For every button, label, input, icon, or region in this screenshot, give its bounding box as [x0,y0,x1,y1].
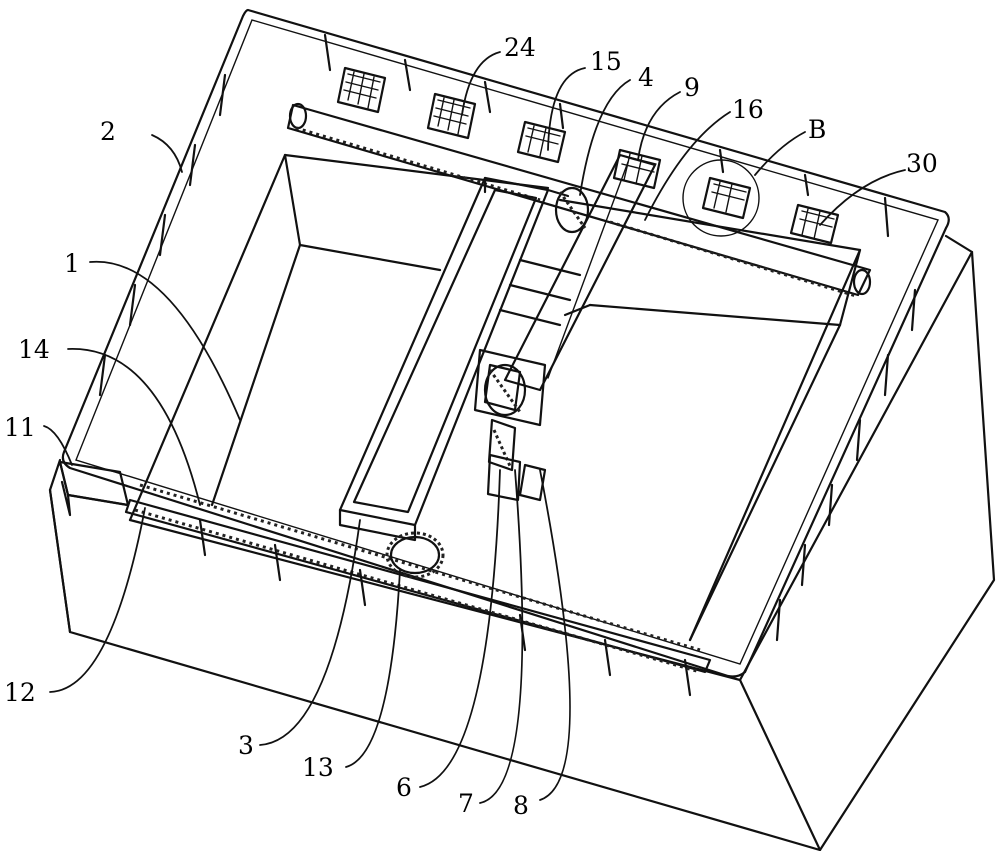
gantry-frame [338,153,657,542]
leader-16 [644,111,731,221]
leader-7 [479,469,524,804]
leader-15 [547,67,586,151]
label-15: 15 [590,47,622,76]
leader-8 [539,469,571,801]
label-24: 24 [504,33,536,62]
label-16: 16 [732,95,764,124]
leader-2 [151,134,183,173]
leader-9 [637,91,681,161]
bottom-drive-gear [385,531,445,579]
leader-30 [819,169,906,226]
label-9: 9 [684,73,700,102]
bottom-rack [124,483,712,674]
label-3: 3 [238,731,254,760]
leader-b [754,131,806,176]
label-13: 13 [302,753,334,782]
basket-2 [426,92,477,140]
label-4: 4 [638,63,654,92]
leader-4 [579,79,631,196]
basket-1 [336,66,387,114]
label-12: 12 [4,678,36,707]
leader-12 [49,507,146,693]
leader-13 [345,569,401,768]
label-1: 1 [64,249,80,278]
motor-box [58,460,130,517]
leader-24 [461,51,501,116]
basket-6 [789,203,840,245]
basket-5 [701,176,752,220]
leader-6 [419,469,501,788]
label-2: 2 [100,117,116,146]
leader-lines [43,51,906,804]
basket-3 [516,120,567,164]
label-b: B [808,115,826,144]
leader-14 [67,348,201,506]
leader-1 [89,260,241,421]
guard-rail [61,8,950,697]
reference-labels: 2 1 14 11 12 3 13 6 7 8 24 15 4 9 16 B 3… [4,33,938,820]
leader-11 [43,425,73,466]
label-30: 30 [906,149,938,178]
label-7: 7 [458,789,474,818]
top-rack [286,102,872,298]
detail-circle-b [682,159,760,237]
label-6: 6 [396,773,412,802]
leader-3 [259,519,361,746]
label-8: 8 [513,791,529,820]
label-14: 14 [18,335,50,364]
inner-tank [128,153,862,642]
label-11: 11 [4,413,36,442]
